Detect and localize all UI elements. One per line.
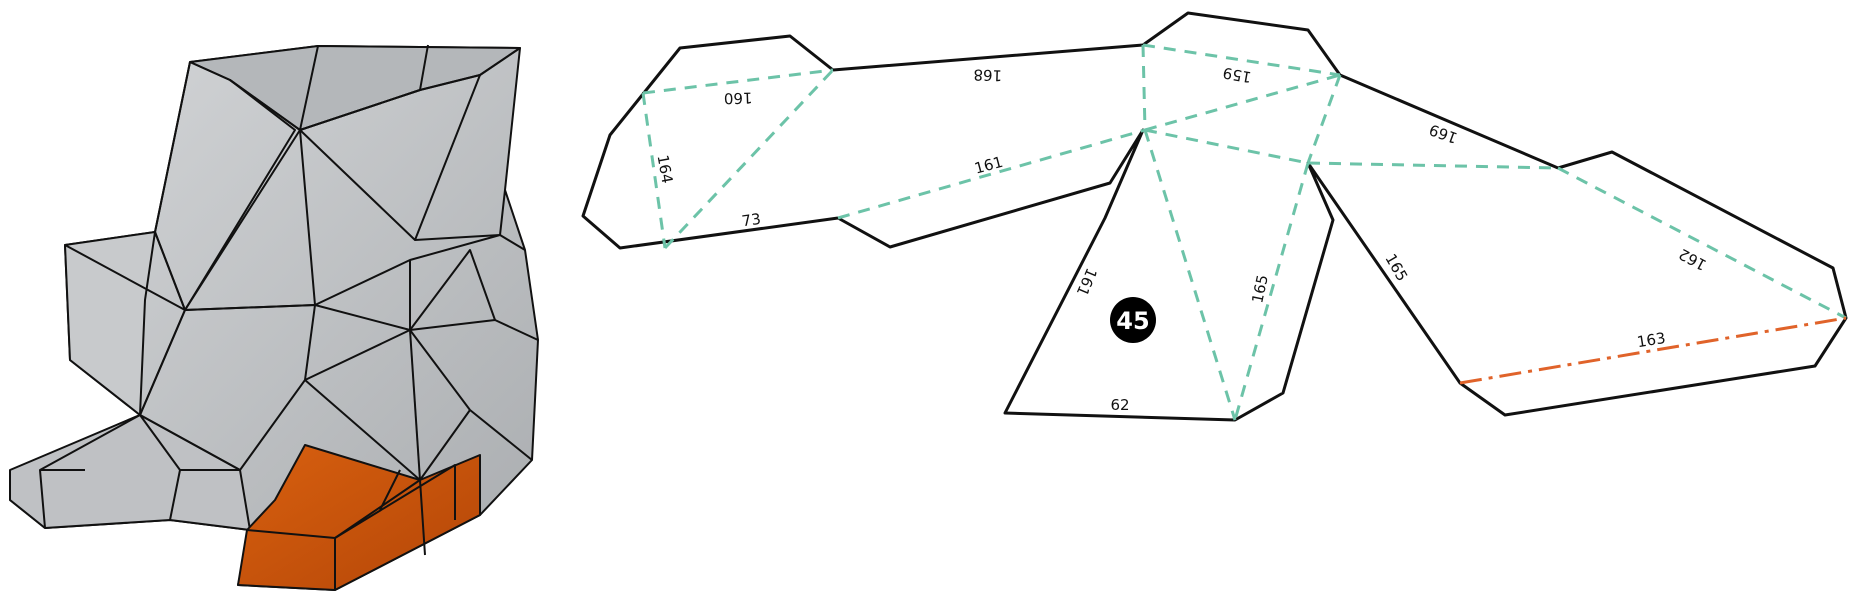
edge-label: 164 — [654, 153, 677, 184]
edge-label: 62 — [1110, 396, 1129, 414]
piece-number: 45 — [1116, 307, 1149, 335]
piece-number-badge: 45 — [1110, 297, 1156, 343]
edge-label: 159 — [1221, 64, 1252, 87]
net-cut-outline — [581, 11, 1848, 422]
model-triangulation — [39, 44, 539, 529]
edge-label: 168 — [973, 66, 1002, 85]
edge-label: 160 — [724, 89, 753, 108]
net-fold-lines — [641, 43, 1847, 421]
edge-label: 73 — [741, 210, 762, 230]
edge-label: 165 — [1248, 273, 1272, 305]
model-left-part — [64, 231, 156, 416]
highlighted-piece-edges — [246, 464, 456, 590]
unfolded-net: 160 168 159 169 164 161 73 161 165 165 1… — [581, 11, 1848, 422]
edge-label: 163 — [1636, 329, 1667, 351]
net-highlight-fold — [1459, 316, 1847, 385]
lowpoly-model-render — [9, 44, 539, 591]
